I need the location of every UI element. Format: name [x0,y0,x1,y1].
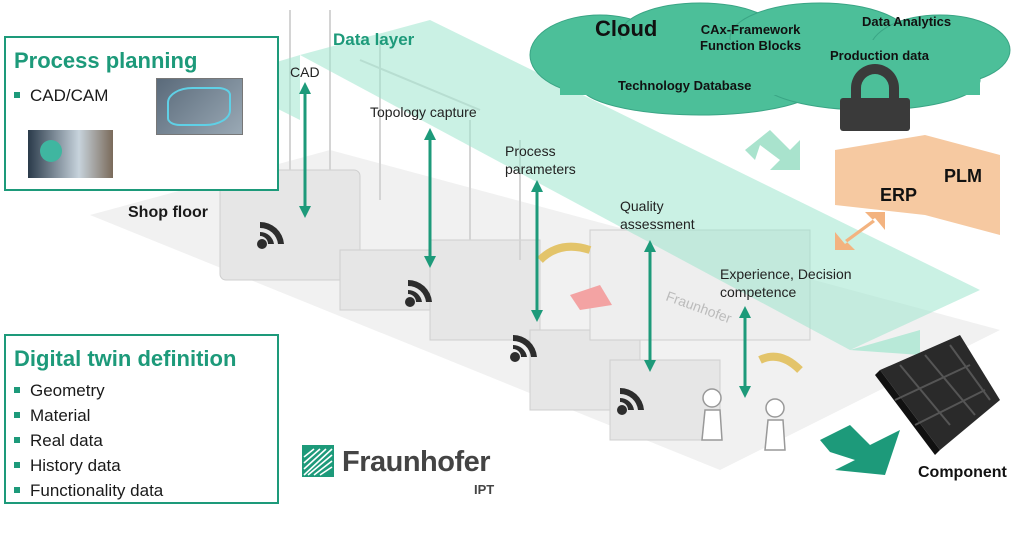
process-planning-title: Process planning [14,48,198,73]
erp-link-arrow [835,212,885,250]
stage-quality-label: Quality assessment [620,198,695,232]
fraunhofer-logo-text: Fraunhofer [342,446,491,478]
machine-5 [609,359,721,441]
digital-twin-item: Real data [14,431,103,451]
data-layer-label: Data layer [333,30,415,49]
wifi-icons [257,221,644,415]
erp-label: ERP [880,185,918,205]
stage-experience-label: Experience, Decision competence [720,266,852,300]
shop-floor-label: Shop floor [128,204,208,221]
lock-icon [840,64,910,131]
plm-label: PLM [944,166,982,186]
digital-twin-title: Digital twin definition [14,346,237,371]
stage-cad-label: CAD [290,64,320,80]
component-label: Component [918,464,1007,481]
cloud-techdb-label: Technology Database [618,78,752,93]
machine-3 [429,239,541,341]
stage-topology-label: Topology capture [370,104,477,120]
fraunhofer-logo-sub: IPT [474,482,495,497]
data-layer-band [300,20,980,350]
digital-twin-item: Functionality data [14,481,163,501]
cloud-shape [529,2,1011,116]
human-figures [701,388,786,451]
robot-arm-highlight [570,285,612,310]
digital-twin-item: History data [14,456,121,476]
fraunhofer-logo-icon [302,445,334,477]
cloud-cax-label: CAx-Framework Function Blocks [700,22,802,53]
cloud-title: Cloud [595,16,658,41]
cloud-analytics-label: Data Analytics [862,14,952,29]
cloud-production-label: Production data [830,48,929,63]
component-arrow [820,425,900,475]
component-part [875,335,1000,455]
stage-process-params-label: Process parameters [505,143,576,177]
enterprise-box [835,135,1000,235]
engineer-photo [28,130,113,178]
cad-screen-image [156,78,243,135]
process-planning-item: CAD/CAM [14,86,108,106]
digital-twin-item: Material [14,406,90,426]
digital-twin-item: Geometry [14,381,105,401]
process-planning-panel: Process planning CAD/CAM [4,36,279,191]
cloud-link-arrow [745,130,800,170]
digital-twin-panel: Digital twin definition Geometry Materia… [4,334,279,504]
